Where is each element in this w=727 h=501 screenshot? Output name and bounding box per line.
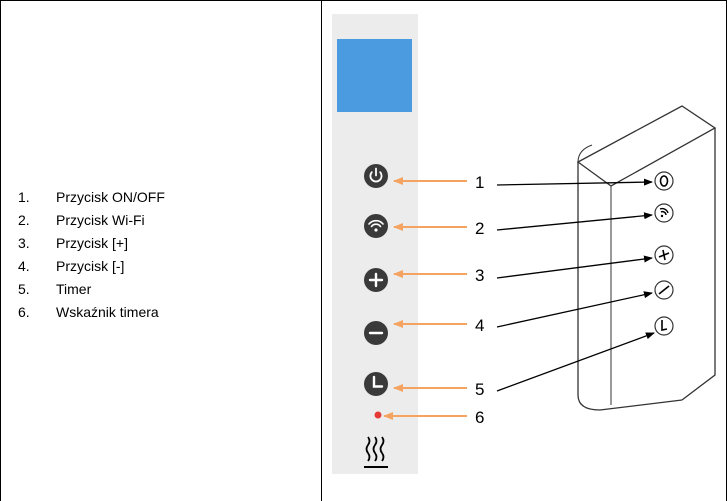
legend-item-label: Wskaźnik timera xyxy=(56,304,159,320)
leader-arrow-5 xyxy=(496,332,655,392)
legend-item-number: 3. xyxy=(18,235,30,251)
legend-item: 2. Przycisk Wi-Fi xyxy=(18,209,165,232)
callout-number: 1 xyxy=(475,173,484,192)
legend-item: 1. Przycisk ON/OFF xyxy=(18,186,165,209)
legend-item: 5. Timer xyxy=(18,278,165,301)
minus-button xyxy=(364,321,388,345)
wifi-icon xyxy=(368,219,384,232)
legend-item-number: 6. xyxy=(18,304,30,320)
wifi-button xyxy=(364,214,388,238)
remote-plus-icon xyxy=(654,245,674,265)
display-screen xyxy=(337,39,412,112)
callout-number: 2 xyxy=(475,219,484,238)
leader-arrow-2 xyxy=(496,212,653,231)
plus-icon xyxy=(368,272,384,288)
leader-arrow-4 xyxy=(496,291,653,328)
legend-item: 6. Wskaźnik timera xyxy=(18,301,165,324)
remote-power-icon xyxy=(654,171,674,191)
timer-button xyxy=(364,372,388,396)
callout-number: 5 xyxy=(475,380,484,399)
legend-item-label: Timer xyxy=(56,281,92,297)
callout-number: 6 xyxy=(475,408,484,427)
timer-indicator-dot xyxy=(374,411,382,419)
legend-item-number: 1. xyxy=(18,189,30,205)
timer-icon xyxy=(372,375,384,388)
legend-item: 4. Przycisk [-] xyxy=(18,255,165,278)
legend-item-number: 2. xyxy=(18,212,30,228)
remote-control xyxy=(576,105,717,411)
table-border-top xyxy=(0,0,727,1)
table-border-left xyxy=(0,0,1,501)
plus-button xyxy=(364,268,388,292)
power-icon xyxy=(369,167,383,183)
callout-number: 4 xyxy=(475,316,484,335)
remote-minus-icon xyxy=(654,280,674,300)
legend-item-label: Przycisk Wi-Fi xyxy=(56,212,145,228)
remote-timer-icon xyxy=(654,316,674,336)
power-button xyxy=(364,164,388,188)
legend-item-label: Przycisk [-] xyxy=(56,258,125,274)
table-column-divider xyxy=(321,0,322,501)
legend-item-label: Przycisk ON/OFF xyxy=(56,189,165,205)
legend-item-label: Przycisk [+] xyxy=(56,235,128,251)
heater-icon xyxy=(364,436,388,468)
legend-item: 3. Przycisk [+] xyxy=(18,232,165,255)
remote-wifi-icon xyxy=(654,203,674,223)
leader-arrow-3 xyxy=(496,255,653,279)
legend-item-number: 5. xyxy=(18,281,30,297)
leader-arrow-1 xyxy=(496,178,653,186)
button-legend: 1. Przycisk ON/OFF 2. Przycisk Wi-Fi 3. Prz… xyxy=(18,186,165,324)
control-panel-figure: 1 2 3 4 5 6 xyxy=(332,14,717,474)
callout-number: 3 xyxy=(475,266,484,285)
legend-item-number: 4. xyxy=(18,258,30,274)
